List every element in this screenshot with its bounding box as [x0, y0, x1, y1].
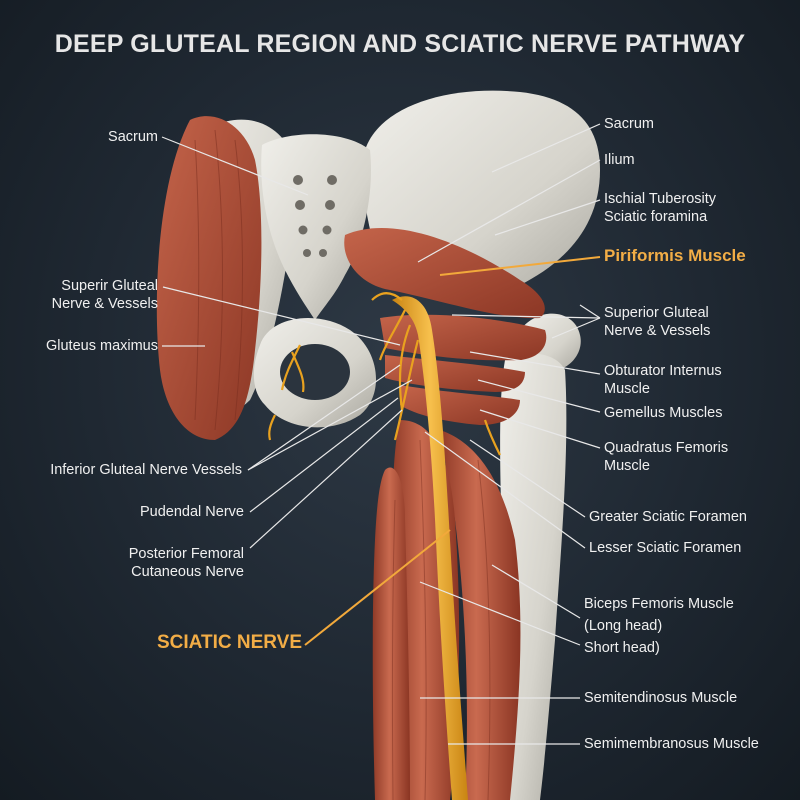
label-obturator-2: Muscle	[604, 381, 650, 397]
label-piriformis: Piriformis Muscle	[604, 246, 746, 265]
label-ischial-1: Ischial Tuberosity	[604, 191, 717, 207]
leader-sacrum-right	[491, 123, 601, 173]
piriformis-muscle	[344, 227, 545, 319]
leader-superior-gluteal-right-2	[579, 304, 601, 319]
obturator-foramen	[280, 344, 350, 400]
label-biceps-2: (Long head)	[584, 618, 663, 634]
label-biceps-1: Biceps Femoris Muscle	[584, 596, 734, 612]
leader-superior-gluteal-right-3	[551, 317, 601, 339]
page-title: DEEP GLUTEAL REGION AND SCIATIC NERVE PA…	[54, 30, 746, 58]
label-sacrum-right: Sacrum	[604, 116, 654, 132]
sciatic-nerve	[392, 296, 468, 800]
leader-piriformis	[439, 256, 601, 276]
label-pudendal: Pudendal Nerve	[140, 504, 244, 520]
label-gemellus: Gemellus Muscles	[604, 405, 723, 421]
sacrum-bone	[261, 134, 371, 320]
label-quadratus-1: Quadratus Femoris	[604, 440, 729, 456]
biceps-femoris-muscle	[440, 430, 521, 800]
label-superior-gluteal-right-2: Nerve & Vessels	[604, 323, 711, 339]
leader-sciatic-nerve	[304, 529, 451, 646]
label-gluteus-maximus: Gluteus maximus	[45, 338, 158, 354]
label-ilium: Ilium	[604, 152, 635, 168]
label-superior-gluteal-left-2: Nerve & Vessels	[51, 296, 158, 312]
label-greater-foramen: Greater Sciatic Foramen	[589, 509, 747, 525]
label-quadratus-2: Muscle	[604, 458, 650, 474]
leader-short-head	[419, 581, 581, 646]
leader-ischial	[494, 199, 601, 236]
leader-pudendal	[249, 397, 399, 513]
label-semimembranosus: Semimembranosus Muscle	[584, 736, 759, 752]
leader-superior-gluteal-left	[162, 286, 401, 346]
label-obturator-1: Obturator Internus	[604, 363, 722, 379]
label-short-head: Short head)	[584, 640, 660, 656]
leader-ilium	[417, 159, 601, 263]
leader-obturator	[469, 351, 601, 375]
label-semitendinosus: Semitendinosus Muscle	[584, 690, 738, 706]
label-posterior-femoral-2: Cutaneous Nerve	[131, 564, 244, 580]
label-lesser-foramen: Lesser Sciatic Foramen	[589, 540, 742, 556]
label-superior-gluteal-right-1: Superior Gluteal	[604, 305, 709, 321]
leader-inferior-gluteal-2	[247, 379, 413, 471]
semimembranosus-muscle	[372, 467, 410, 800]
gluteus-maximus-muscle	[156, 116, 262, 440]
leader-greater-foramen	[469, 439, 586, 518]
label-inferior-gluteal: Inferior Gluteal Nerve Vessels	[50, 462, 242, 478]
leader-quadratus	[479, 409, 601, 449]
label-sciatic-nerve: SCIATIC NERVE	[157, 632, 302, 653]
label-sacrum-left: Sacrum	[108, 129, 158, 145]
leader-posterior-femoral	[249, 409, 403, 549]
sacral-foramina	[293, 175, 337, 257]
label-ischial-2: Sciatic foramina	[604, 209, 708, 225]
label-superior-gluteal-left-1: Superir Gluteal	[61, 278, 158, 294]
nerve-branches	[268, 292, 501, 456]
leader-biceps	[491, 564, 581, 619]
leader-sacrum-left	[161, 136, 309, 196]
leader-inferior-gluteal-1	[247, 364, 401, 471]
leader-lesser-foramen	[424, 431, 586, 549]
leader-superior-gluteal-right-1	[451, 314, 601, 319]
leader-gemellus	[477, 379, 601, 413]
label-posterior-femoral-1: Posterior Femoral	[128, 546, 244, 562]
